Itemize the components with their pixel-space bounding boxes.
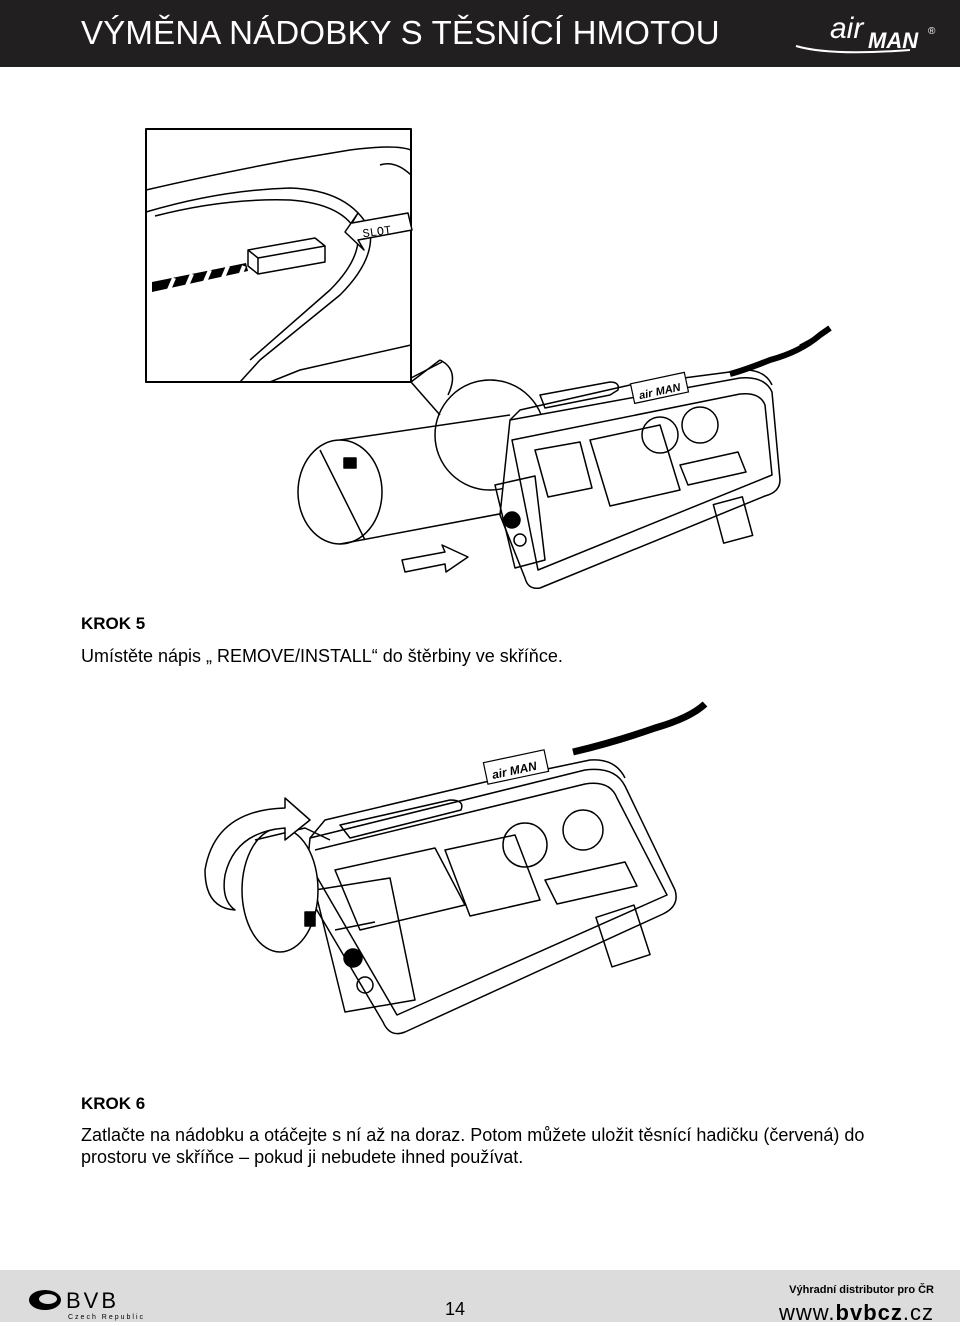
svg-text:air: air [638, 387, 654, 402]
svg-text:MAN: MAN [508, 759, 538, 778]
distributor-text: Výhradní distributor pro ČR [789, 1284, 934, 1296]
url-prefix: www. [778, 1300, 836, 1325]
page-number: 14 [445, 1299, 466, 1319]
svg-text:MAN: MAN [655, 381, 683, 398]
page-header: VÝMĚNA NÁDOBKY S TĚSNÍCÍ HMOTOU air MAN … [0, 0, 960, 67]
slot-label: SLOT [362, 224, 392, 242]
device-logo-1: air MAN [629, 371, 690, 405]
svg-text:air: air [491, 765, 510, 782]
step5-text: Umístěte nápis „ REMOVE/INSTALL“ do štěr… [81, 646, 563, 666]
airman-logo: air MAN ® [795, 12, 936, 54]
logo-suffix: MAN [868, 28, 919, 53]
page-title: VÝMĚNA NÁDOBKY S TĚSNÍCÍ HMOTOU [81, 14, 720, 51]
device-logo-2: air MAN [482, 749, 550, 785]
logo-registered-mark: ® [928, 26, 936, 37]
step6-text: Zatlačte na nádobku a otáčejte s ní až n… [81, 1125, 865, 1167]
step6-title: KROK 6 [81, 1094, 146, 1113]
bvb-logo-sub: Czech Republic [68, 1314, 145, 1321]
bvb-logo: BVB Czech Republic [29, 1288, 145, 1321]
figure-step6: air MAN [204, 701, 708, 1035]
hazard-stripe [152, 263, 248, 292]
logo-prefix: air [830, 12, 864, 45]
figure-step5: SLOT air MAN [145, 128, 832, 590]
bvb-logo-name: BVB [66, 1288, 119, 1313]
url-domain: bvbcz [835, 1300, 903, 1325]
url-suffix: .cz [902, 1300, 934, 1325]
website-url[interactable]: www.bvbcz.cz [779, 1300, 934, 1326]
page-footer: BVB Czech Republic 14 Výhradní distribut… [0, 1270, 960, 1325]
step5-title: KROK 5 [81, 614, 146, 633]
